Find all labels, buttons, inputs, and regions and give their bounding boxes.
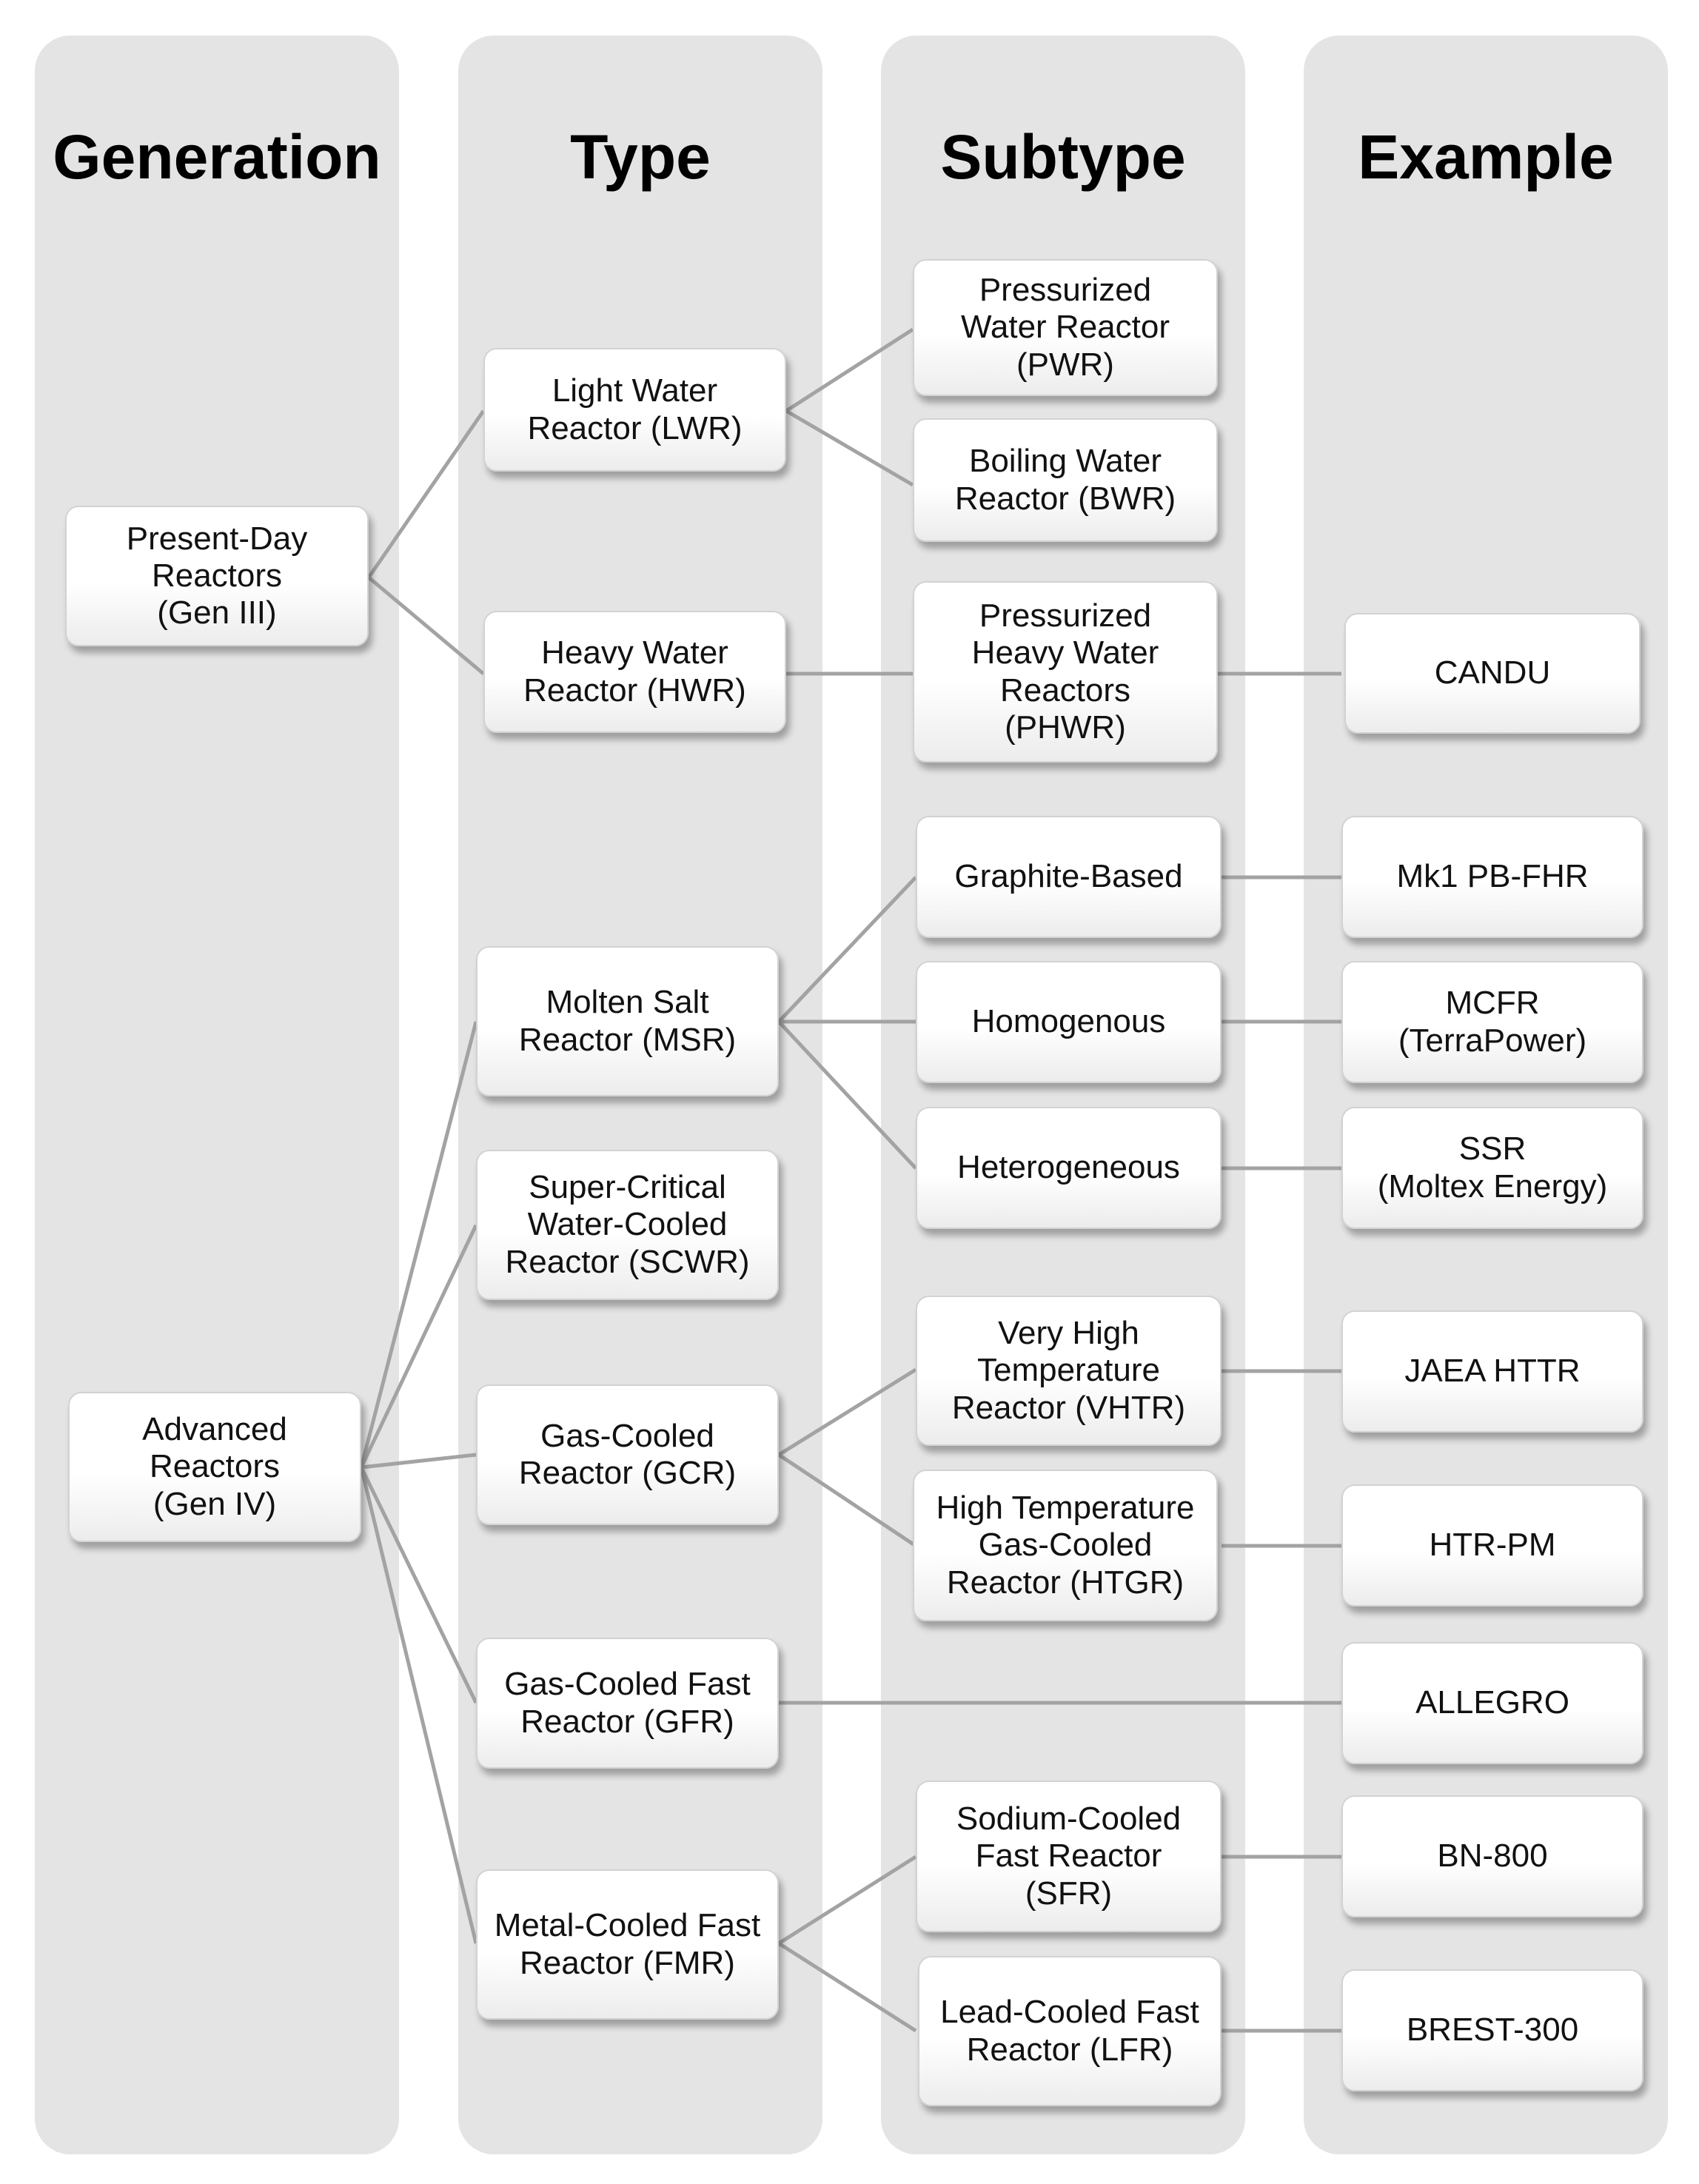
node-scwr: Super-Critical Water-Cooled Reactor (SCW… [476,1150,779,1300]
link-lwr-pwr [785,327,914,413]
node-lwr: Light Water Reactor (LWR) [483,348,786,472]
node-allegro: ALLEGRO [1341,1642,1643,1764]
node-htgr: High Temperature Gas-Cooled Reactor (HTG… [913,1470,1218,1621]
link-lwr-bwr [785,409,914,487]
link-gcr-vhtr [777,1367,917,1457]
link-fmr-lfr [777,1941,917,2033]
link-gen4-msr [359,1021,478,1468]
node-htrpm: HTR-PM [1341,1484,1643,1607]
node-ssr: SSR (Moltex Energy) [1341,1107,1643,1229]
link-gen4-gcr [361,1453,477,1470]
generation-column [35,36,399,2154]
node-vhtr: Very High Temperature Reactor (VHTR) [916,1296,1222,1446]
node-httr: JAEA HTTR [1341,1310,1643,1433]
column-title-subtype: Subtype [940,122,1186,192]
link-gen4-fmr [359,1467,478,1944]
node-bn800: BN-800 [1341,1795,1643,1917]
node-fmr: Metal-Cooled Fast Reactor (FMR) [476,1869,779,2020]
node-homogenous: Homogenous [916,961,1222,1083]
node-phwr: Pressurized Heavy Water Reactors (PHWR) [913,581,1218,763]
node-gcr: Gas-Cooled Reactor (GCR) [476,1384,779,1525]
link-gen4-scwr [359,1224,478,1469]
node-msr: Molten Salt Reactor (MSR) [476,946,779,1096]
link-gen4-gfr [359,1466,478,1704]
link-fmr-sfr [777,1855,917,1946]
link-gen3-hwr [367,576,485,675]
node-gfr: Gas-Cooled Fast Reactor (GFR) [476,1638,779,1769]
link-gcr-htgr [777,1453,917,1548]
node-mcfr: MCFR (TerraPower) [1341,961,1643,1083]
node-gen3: Present-Day Reactors (Gen III) [65,506,369,646]
node-candu: CANDU [1344,613,1641,734]
link-msr-graphite [777,876,917,1023]
column-title-generation: Generation [53,122,381,192]
node-heterogeneous: Heterogeneous [916,1107,1222,1229]
node-graphite: Graphite-Based [916,816,1222,938]
node-lfr: Lead-Cooled Fast Reactor (LFR) [918,1956,1222,2106]
node-brest: BREST-300 [1341,1969,1643,2091]
link-gen3-lwr [366,409,486,579]
node-gen4: Advanced Reactors (Gen IV) [68,1392,361,1542]
column-title-example: Example [1358,122,1614,192]
node-mk1: Mk1 PB-FHR [1341,816,1643,938]
node-bwr: Boiling Water Reactor (BWR) [913,418,1218,542]
column-title-type: Type [570,122,711,192]
node-pwr: Pressurized Water Reactor (PWR) [913,259,1218,396]
link-msr-heterogeneous [777,1020,917,1170]
node-hwr: Heavy Water Reactor (HWR) [483,611,786,733]
node-sfr: Sodium-Cooled Fast Reactor (SFR) [916,1781,1222,1932]
